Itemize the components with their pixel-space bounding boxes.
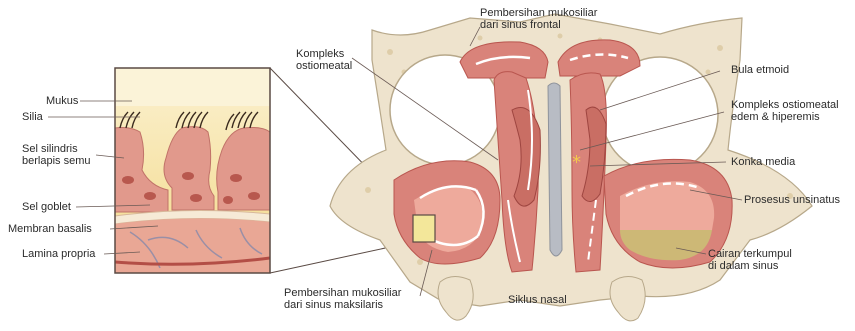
tissue-inset (115, 68, 270, 273)
label-mucus: Mukus (46, 95, 78, 107)
septum (548, 83, 562, 256)
label-goblet-cell: Sel goblet (22, 201, 71, 213)
left-tooth (438, 276, 473, 320)
label-middle-turbinate: Konka media (731, 156, 795, 168)
right-tooth (610, 276, 645, 320)
label-frontal-clearance: Pembersihan mukosiliar dari sinus fronta… (480, 7, 597, 31)
label-basement-membrane: Membran basalis (8, 223, 92, 235)
label-uncinate-process: Prosesus unsinatus (744, 194, 840, 206)
label-lamina-propria: Lamina propria (22, 248, 95, 260)
surface-mucus (115, 68, 270, 106)
edema-star-icon: * (572, 152, 581, 173)
label-ostiomeatal-edema: Kompleks ostiomeatal edem & hiperemis (731, 99, 839, 123)
label-ostiomeatal-complex: Kompleks ostiomeatal (296, 48, 352, 72)
label-columnar-cells: Sel silindris berlapis semu (22, 143, 90, 167)
label-maxillary-clearance: Pembersihan mukosiliar dari sinus maksil… (284, 287, 401, 311)
label-nasal-cycle: Siklus nasal (508, 294, 567, 306)
tissue-highlight-box (413, 215, 435, 242)
label-cilia: Silia (22, 111, 43, 123)
label-ethmoid-bulla: Bula etmoid (731, 64, 789, 76)
label-fluid-collected: Cairan terkumpul di dalam sinus (708, 248, 792, 272)
